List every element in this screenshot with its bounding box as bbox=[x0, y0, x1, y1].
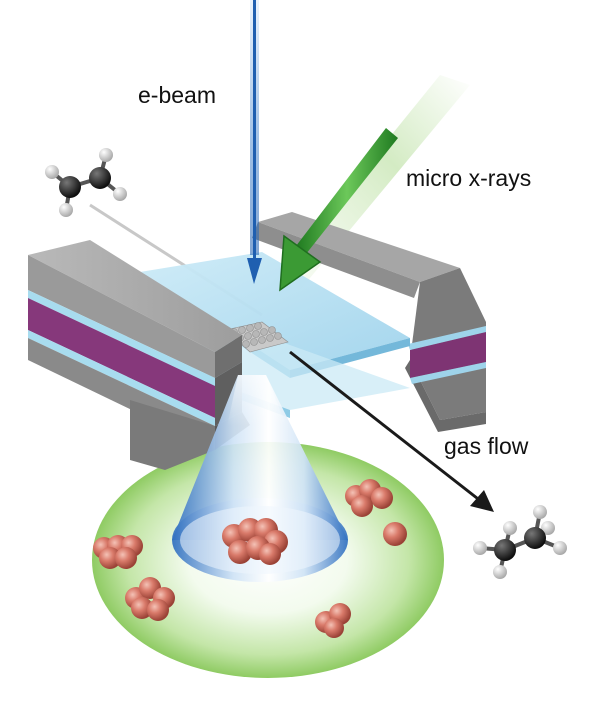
right-block bbox=[252, 212, 486, 432]
ethane-molecule-icon bbox=[473, 505, 567, 579]
sample-particle-array bbox=[224, 321, 289, 353]
left-block bbox=[28, 240, 250, 470]
nanoparticle-clusters bbox=[93, 479, 407, 638]
ebeam-label: e-beam bbox=[138, 82, 216, 108]
xray-label: micro x-rays bbox=[406, 165, 532, 191]
nanoparticle-cluster bbox=[125, 577, 175, 621]
xray-arrow bbox=[279, 128, 398, 292]
nanoparticle-cluster bbox=[315, 603, 351, 638]
gas-flow-label: gas flow bbox=[444, 433, 529, 459]
nanoparticle-single bbox=[383, 522, 407, 546]
nanoparticle-cluster bbox=[345, 479, 393, 517]
gas-flow-arrow bbox=[289, 350, 494, 512]
ethylene-molecule-icon bbox=[45, 148, 127, 217]
nanoparticle-cluster bbox=[222, 518, 288, 565]
nanoparticle-cluster bbox=[93, 535, 143, 569]
ebeam-beam bbox=[247, 0, 262, 284]
